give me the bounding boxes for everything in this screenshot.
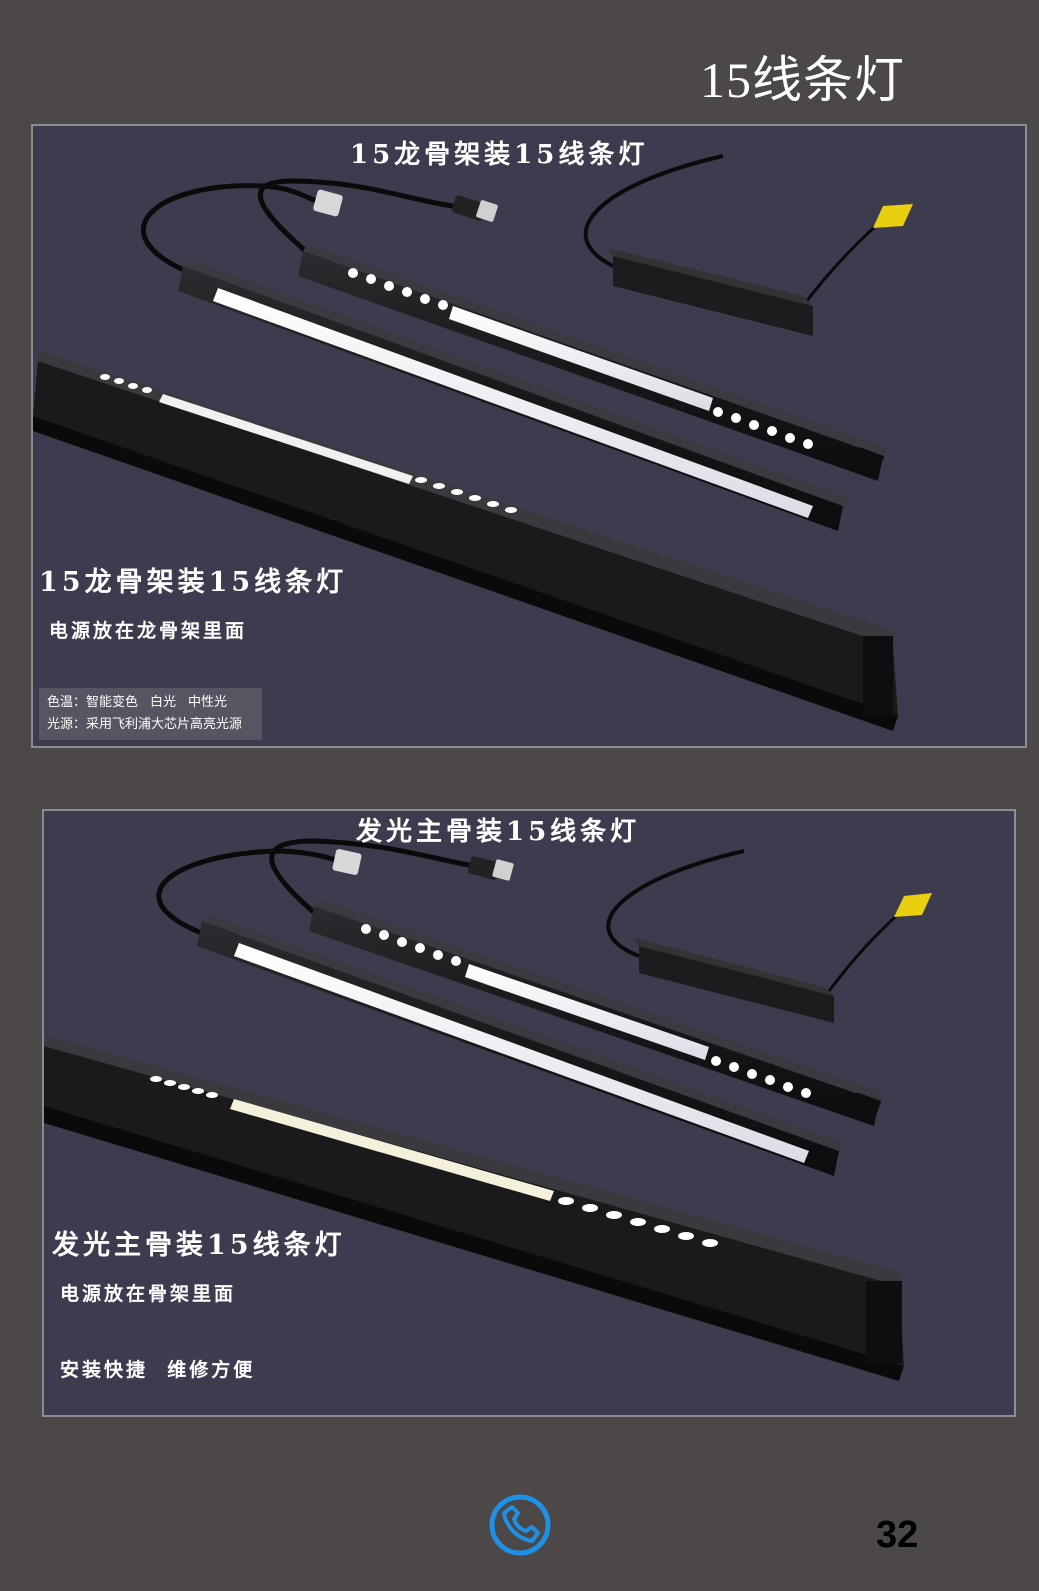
product-panel-keel: 15龙骨架装15线条灯 15龙骨架装15线条灯 电源放在龙骨架里面 色温：智能变… (31, 124, 1027, 748)
page-title: 15线条灯 (700, 52, 905, 108)
panel-top-caption: 发光主骨装15线条灯 (356, 817, 641, 847)
page-number: 32 (876, 1514, 919, 1556)
spec-value: 智能变色 (86, 695, 139, 710)
panel-sub-caption: 电源放在骨架里面 (60, 1283, 237, 1305)
product-panel-main-bone: 发光主骨装15线条灯 发光主骨装15线条灯 电源放在骨架里面 安装快捷 维修方便 (42, 809, 1016, 1417)
spec-label: 光源： (47, 717, 87, 732)
spec-value: 采用飞利浦大芯片高亮光源 (86, 717, 243, 732)
spec-label: 色温： (47, 695, 87, 710)
spec-value: 白光 (150, 695, 177, 710)
panel-main-caption: 发光主骨装15线条灯 (52, 1230, 346, 1261)
spec-box: 色温：智能变色白光中性光 光源：采用飞利浦大芯片高亮光源 (39, 688, 263, 740)
product-render-main-bone (44, 838, 932, 1381)
panel-main-caption: 15龙骨架装15线条灯 (39, 567, 348, 598)
product-render-keel (33, 154, 913, 731)
spec-light-source: 光源：采用飞利浦大芯片高亮光源 (47, 714, 254, 736)
phone-icon (489, 1494, 551, 1556)
spec-color-temp: 色温：智能变色白光中性光 (47, 692, 254, 714)
spec-value: 中性光 (188, 695, 228, 710)
panel-note: 安装快捷 维修方便 (60, 1359, 256, 1381)
panel-sub-caption: 电源放在龙骨架里面 (49, 620, 248, 642)
panel-top-caption: 15龙骨架装15线条灯 (350, 140, 649, 170)
